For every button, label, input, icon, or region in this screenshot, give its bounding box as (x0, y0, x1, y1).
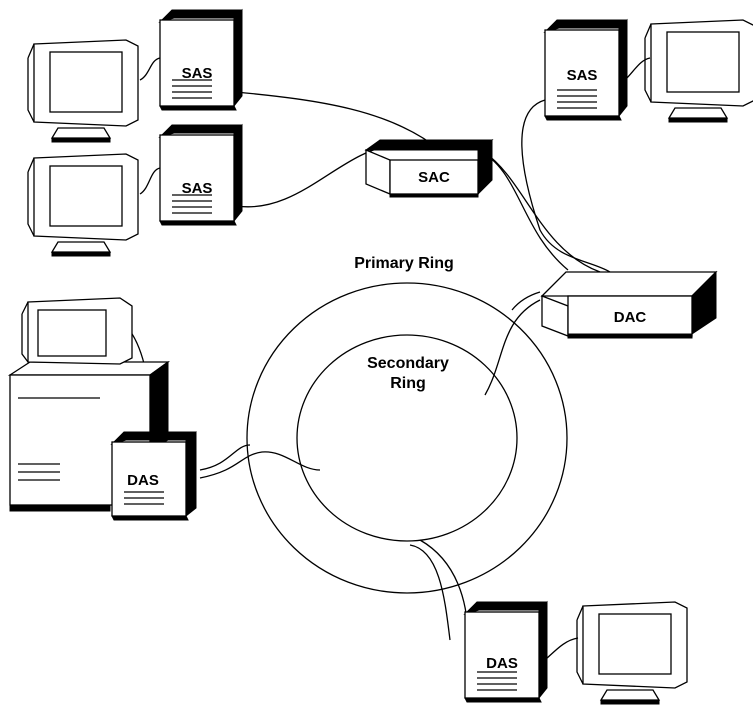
dac-concentrator: DAC (540, 270, 718, 339)
sas-workstation-top-left: SAS (27, 9, 243, 143)
sas-workstation-mid-left: SAS (27, 124, 243, 257)
monitor-icon (27, 153, 139, 257)
secondary-ring-label-line2: Ring (390, 375, 426, 392)
monitor-icon (644, 19, 753, 123)
sas-workstation-top-right: SAS (544, 19, 753, 123)
tower-computer-icon (159, 9, 243, 111)
tower-computer-icon (110, 430, 197, 521)
das-workstation-left: DAS (7, 297, 197, 521)
tower-computer-icon (464, 601, 548, 703)
sas-label: SAS (567, 67, 598, 84)
primary-ring-label: Primary Ring (354, 255, 454, 272)
sac-concentrator: SAC (364, 139, 494, 198)
primary-ring-circle (246, 282, 568, 594)
monitor-icon (27, 39, 139, 143)
sas-label: SAS (182, 180, 213, 197)
das-label: DAS (486, 655, 518, 672)
das-workstation-bottom: DAS (464, 601, 688, 705)
tower-computer-icon (159, 124, 243, 226)
secondary-ring-label-line1: Secondary (367, 355, 449, 372)
sas-label: SAS (182, 65, 213, 82)
monitor-icon (576, 601, 688, 705)
sac-label: SAC (418, 169, 450, 186)
dac-label: DAC (614, 309, 647, 326)
das-label: DAS (127, 472, 159, 489)
secondary-ring-circle (296, 334, 518, 542)
